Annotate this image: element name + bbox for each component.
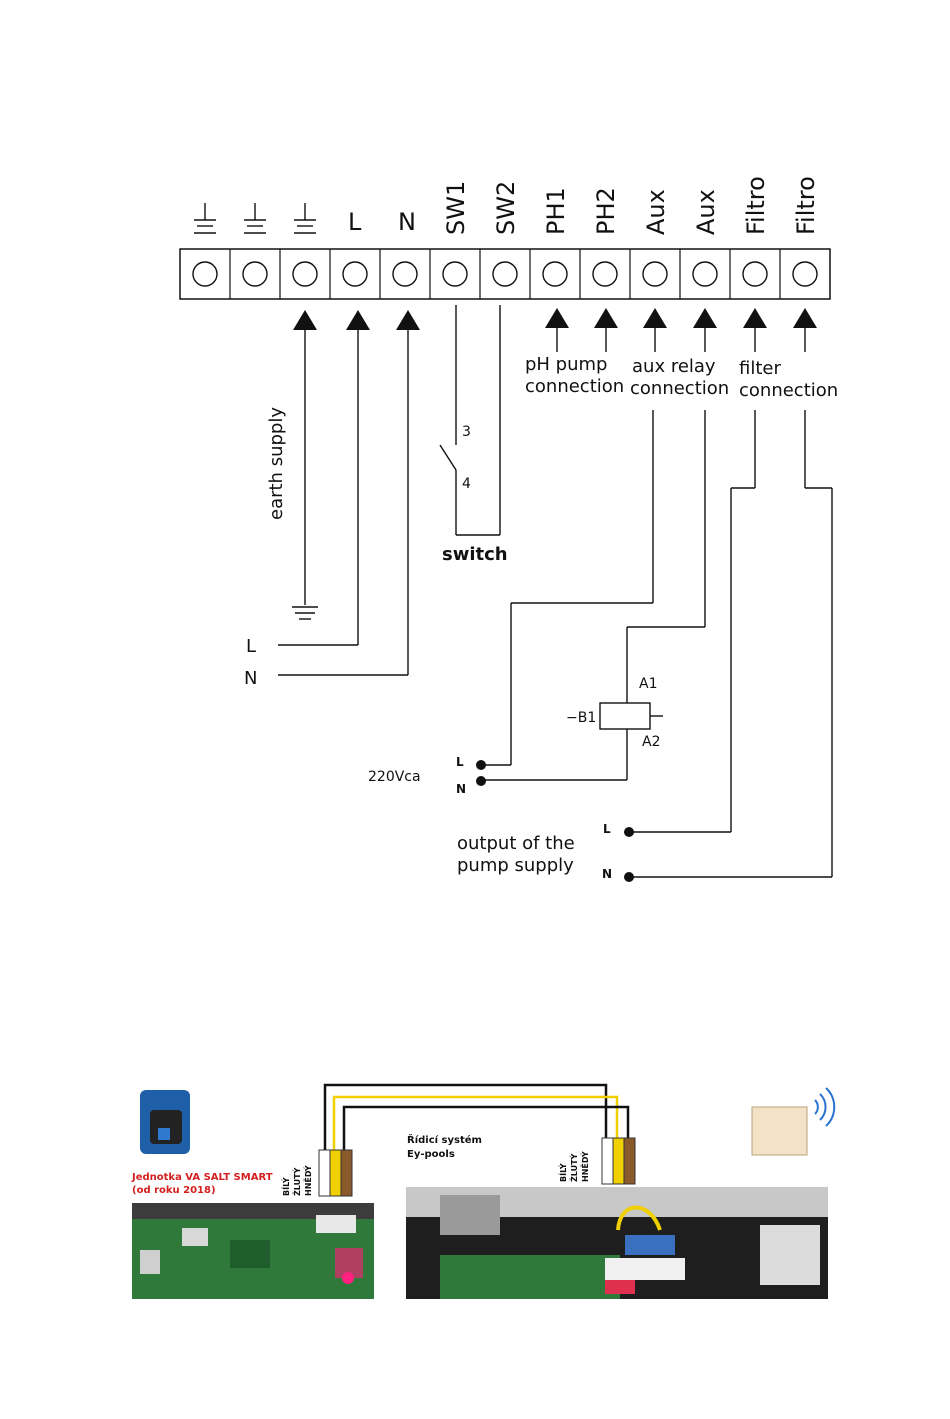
right-control-photo	[406, 1187, 828, 1299]
switch-pin-3: 3	[462, 424, 471, 440]
terminal-screw	[543, 262, 567, 286]
terminal-label: L	[348, 208, 362, 236]
terminal-screw	[693, 262, 717, 286]
ph-pump-label-2: connection	[525, 376, 624, 397]
connection-arrows: pH pump connection aux relay connection …	[525, 308, 838, 401]
filter-label-1: filter	[739, 358, 781, 379]
terminal-screw	[243, 262, 267, 286]
system-caption-2: Ey-pools	[407, 1149, 455, 1160]
output-label-1: output of the	[457, 833, 575, 854]
unit-caption-1: Jednotka VA SALT SMART	[131, 1172, 273, 1183]
terminal-labels: L N SW1 SW2 PH1 PH2 Aux Aux Filtro Filtro	[194, 176, 820, 236]
terminal-label: Filtro	[792, 176, 820, 235]
terminal-screw	[393, 262, 417, 286]
relay-out-n: N	[456, 782, 466, 796]
earth-supply-label: earth supply	[266, 407, 287, 520]
aux-relay-circuit: −B1 A1 A2 220Vca L N	[368, 410, 705, 796]
wire-color-label: ŽLUTÝ	[291, 1167, 302, 1196]
terminal-label: Aux	[692, 189, 720, 235]
earth-symbol-icon	[244, 203, 266, 233]
connection-photo: Jednotka VA SALT SMART (od roku 2018) BÍ…	[131, 1085, 834, 1299]
terminal-screw	[743, 262, 767, 286]
filter-output-circuit: L N output of the pump supply	[457, 410, 832, 882]
pump-terminal-n	[624, 872, 634, 882]
aux-relay-label-2: connection	[630, 378, 729, 399]
terminal-screw	[343, 262, 367, 286]
terminal-screw	[443, 262, 467, 286]
terminal-screw	[493, 262, 517, 286]
switch-label: switch	[442, 544, 508, 565]
supply-n-label: N	[244, 668, 257, 689]
terminal-screw	[193, 262, 217, 286]
filter-label-2: connection	[739, 380, 838, 401]
terminal-block	[180, 249, 830, 299]
terminal-screw	[643, 262, 667, 286]
switch-wiring: 3 4 switch	[440, 305, 508, 565]
terminal-screw	[793, 262, 817, 286]
supply-wiring: earth supply L N	[244, 310, 420, 689]
relay-name: −B1	[566, 710, 596, 726]
aux-relay-label-1: aux relay	[632, 356, 716, 377]
terminal-label: SW2	[492, 181, 520, 235]
pump-terminal-l	[624, 827, 634, 837]
earth-symbol-icon	[294, 203, 316, 233]
left-pcb-photo	[132, 1203, 374, 1299]
supply-l-label: L	[246, 636, 256, 657]
system-caption-1: Řídicí systém	[407, 1133, 482, 1146]
wire-color-label: HNĚDÝ	[579, 1151, 590, 1182]
terminal-label: SW1	[442, 181, 470, 235]
terminal-label: Aux	[642, 189, 670, 235]
wire-color-label: HNĚDÝ	[302, 1165, 313, 1196]
pump-out-n: N	[602, 867, 612, 881]
salt-unit-image	[140, 1090, 190, 1154]
relay-coil	[600, 703, 650, 729]
terminal-label: N	[398, 208, 416, 236]
output-label-2: pump supply	[457, 855, 574, 876]
wire-color-label: BÍLÝ	[557, 1163, 568, 1182]
relay-a2: A2	[642, 734, 660, 750]
relay-terminal-n	[476, 776, 486, 786]
relay-a1: A1	[639, 676, 657, 692]
relay-out-l: L	[456, 755, 464, 769]
wire-color-label: ŽLUTÝ	[568, 1153, 579, 1182]
wifi-box-image	[752, 1088, 834, 1155]
ph-pump-label-1: pH pump	[525, 354, 607, 375]
terminal-label: PH1	[542, 187, 570, 235]
pump-out-l: L	[603, 822, 611, 836]
relay-terminal-l	[476, 760, 486, 770]
unit-caption-2: (od roku 2018)	[132, 1185, 216, 1196]
wire-color-label: BÍLÝ	[280, 1177, 291, 1196]
terminal-label: Filtro	[742, 176, 770, 235]
terminal-screw	[293, 262, 317, 286]
voltage-label: 220Vca	[368, 769, 421, 785]
terminal-label: PH2	[592, 187, 620, 235]
earth-symbol-icon	[194, 203, 216, 233]
switch-pin-4: 4	[462, 476, 471, 492]
terminal-screw	[593, 262, 617, 286]
